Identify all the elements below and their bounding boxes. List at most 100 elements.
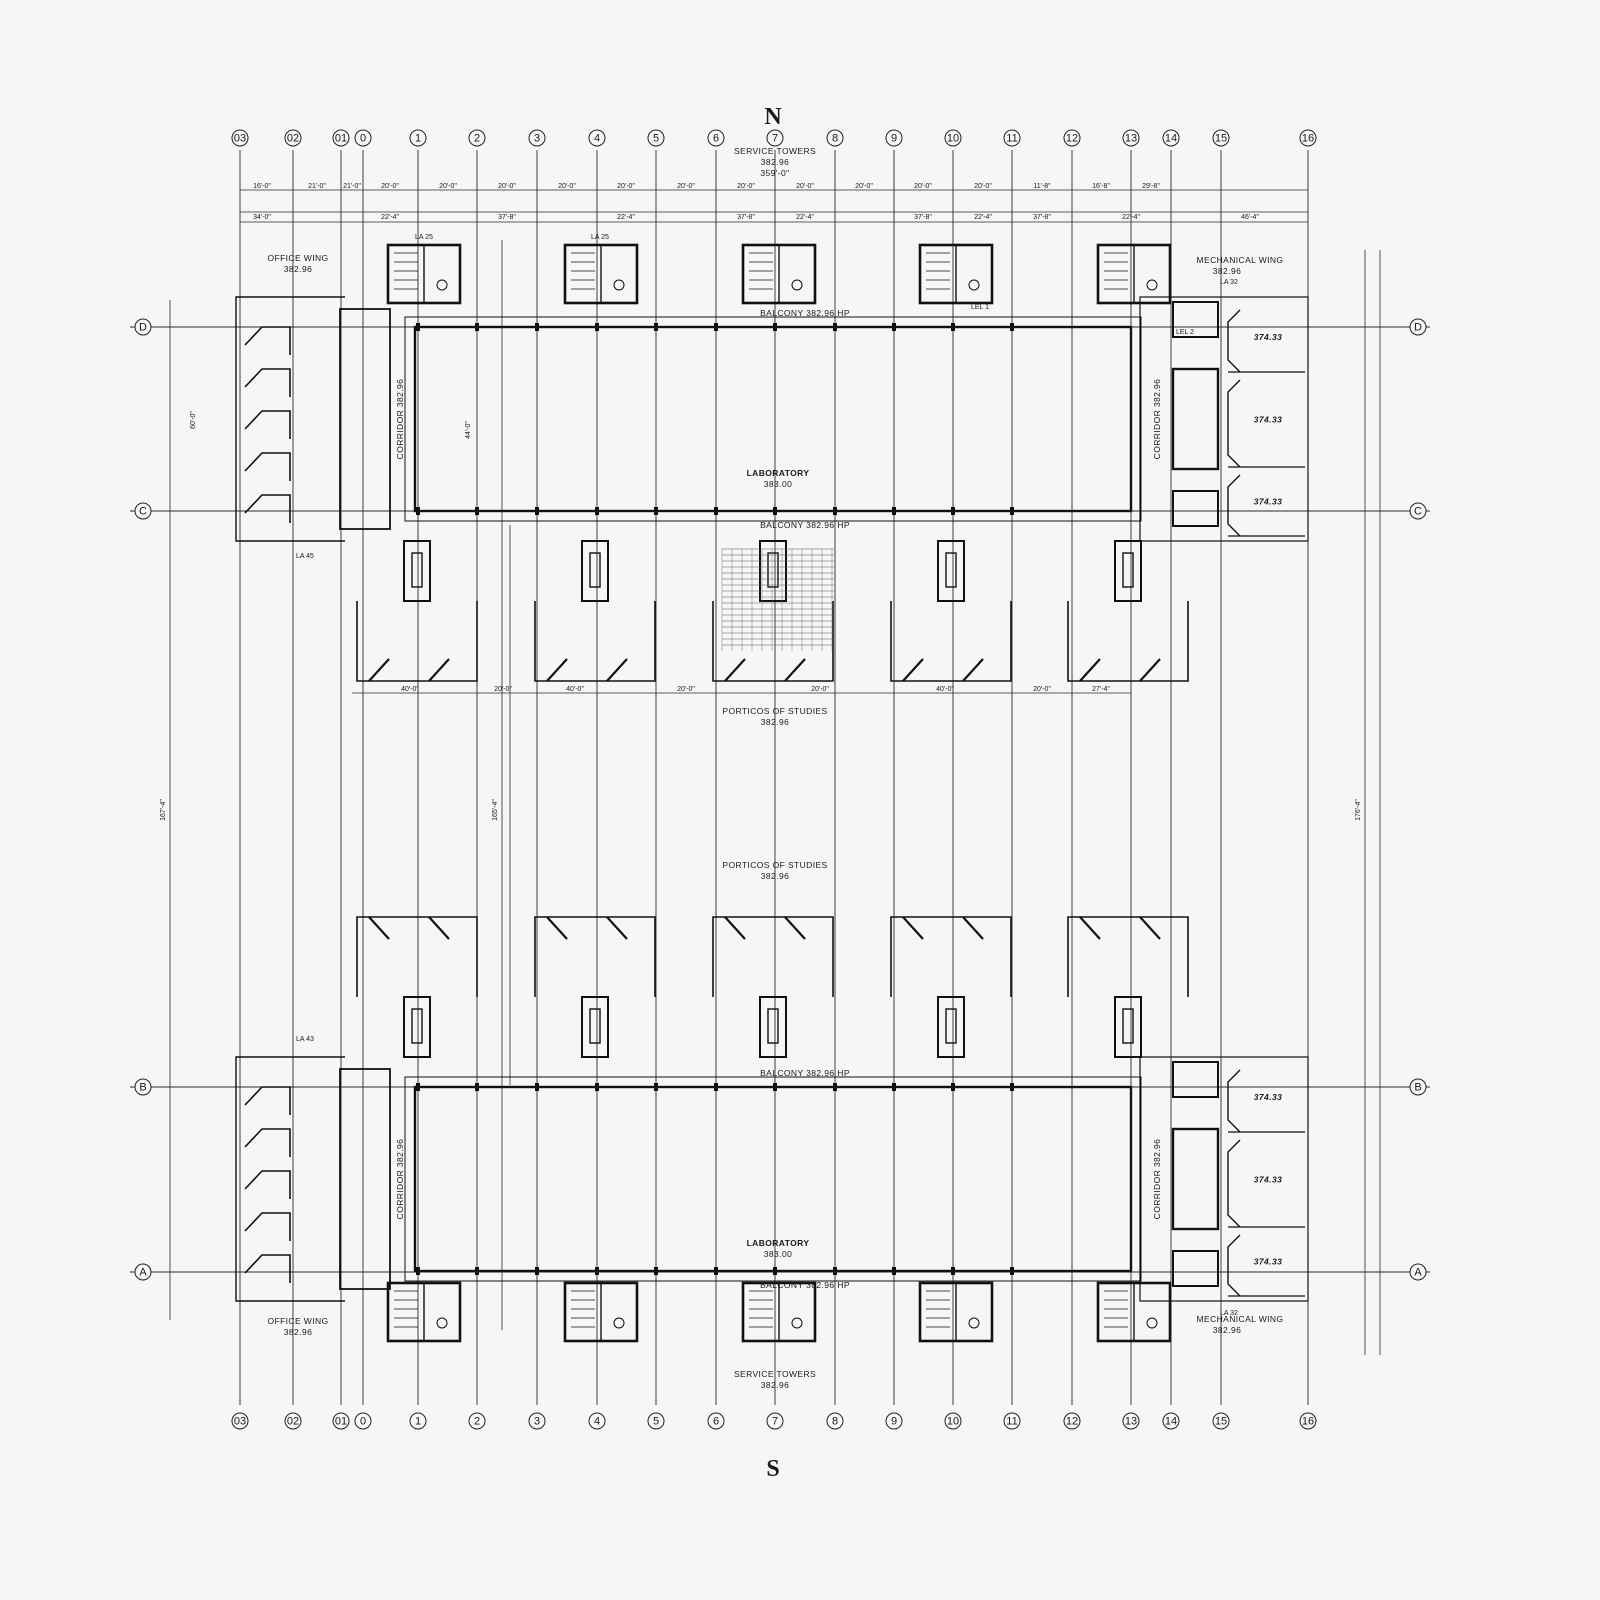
room-tag: LA 32	[1220, 1310, 1238, 1317]
row-bubble-label: D	[1414, 322, 1422, 334]
grid-bubble-label: 7	[772, 133, 778, 145]
laboratory-label: LABORATORY	[747, 468, 810, 478]
dimension-label: 20'-0"	[381, 183, 399, 190]
dimension-label: 20'-0"	[494, 686, 512, 693]
grid-bubble-label: 0	[360, 133, 366, 145]
balcony-label: BALCONY 382.96 HP	[760, 1280, 850, 1290]
grid-bubble-label: 02	[287, 133, 299, 145]
mechanical-wing-elev: 382.96	[1213, 266, 1241, 276]
column	[1010, 507, 1014, 515]
balcony-label: BALCONY 382.96 HP	[760, 1068, 850, 1078]
laboratory-elev: 383.00	[764, 1249, 792, 1259]
grid-bubble-label: 9	[891, 133, 897, 145]
dimension-label: 21'-0"	[308, 183, 326, 190]
south-block	[235, 916, 1309, 1343]
portico-study	[356, 916, 478, 1058]
balcony-outline	[404, 1076, 1142, 1282]
balcony-outline	[404, 316, 1142, 522]
office-wing-elev: 382.96	[284, 264, 312, 274]
column	[416, 1083, 420, 1091]
dimension-label: 20'-0"	[811, 686, 829, 693]
room-tag: LA 32	[1220, 279, 1238, 286]
service-towers-label: SERVICE TOWERS	[734, 146, 816, 156]
column	[654, 507, 658, 515]
balcony-label: BALCONY 382.96 HP	[760, 308, 850, 318]
column	[773, 507, 777, 515]
grid-bubble	[1063, 1412, 1081, 1430]
grid-bubble-label: 7	[772, 1416, 778, 1428]
service-towers-elev: 382.96	[761, 1380, 789, 1390]
dimension-label: 37'-8"	[1033, 214, 1051, 221]
row-bubble-label: B	[139, 1082, 146, 1094]
portico-study	[712, 916, 834, 1058]
grid-bubble	[1063, 129, 1081, 147]
dimension-lines	[169, 189, 1381, 1355]
dimension-label: 20'-0"	[855, 183, 873, 190]
column	[595, 1083, 599, 1091]
mechanical-wing	[1139, 296, 1309, 542]
column	[714, 1267, 718, 1275]
grid-bubble-label: 14	[1165, 1416, 1177, 1428]
grid-bubble-label: 03	[234, 133, 246, 145]
dimension-label: 20'-0"	[1033, 686, 1051, 693]
grid-bubble-label: 10	[947, 133, 959, 145]
porticos-elev: 382.96	[761, 871, 789, 881]
grid-bubble-label: 1	[415, 1416, 421, 1428]
grid-bubble	[354, 129, 372, 147]
grid-bubble	[647, 129, 665, 147]
grid-bubble	[1122, 129, 1140, 147]
service-tower	[1096, 1281, 1172, 1343]
column-grid-lines	[130, 150, 1430, 1405]
corridor-label: CORRIDOR 382.96	[1152, 379, 1162, 460]
dimension-label: 11'-8"	[1033, 183, 1051, 190]
column	[714, 507, 718, 515]
grid-bubble-label: 3	[534, 133, 540, 145]
mechanical-room-label: 374.33	[1254, 332, 1282, 342]
service-tower	[918, 1281, 994, 1343]
corridor-label: CORRIDOR 382.96	[395, 1139, 405, 1220]
grid-bubble	[588, 129, 606, 147]
service-towers-elev: 382.96	[761, 157, 789, 167]
dimension-label: 40'-0"	[566, 686, 584, 693]
room-tag: LA 25	[415, 234, 433, 241]
column	[535, 1267, 539, 1275]
dimension-label: 165'-4"	[492, 799, 499, 821]
row-bubble-label: A	[139, 1267, 147, 1279]
column	[416, 1267, 420, 1275]
column	[595, 507, 599, 515]
grid-bubble-label: 8	[832, 1416, 838, 1428]
column	[892, 1083, 896, 1091]
grid-bubble	[528, 129, 546, 147]
grid-bubble	[1212, 129, 1230, 147]
grid-bubble	[284, 129, 302, 147]
column	[1010, 1083, 1014, 1091]
balcony-label: BALCONY 382.96 HP	[760, 520, 850, 530]
grid-bubble-label: 02	[287, 1416, 299, 1428]
grid-bubble	[766, 129, 784, 147]
grid-bubble-label: 8	[832, 133, 838, 145]
room-tag: LEL 1	[971, 304, 989, 311]
grid-bubble	[944, 1412, 962, 1430]
dimension-label: 21'-0"	[343, 183, 361, 190]
column	[475, 1267, 479, 1275]
dimension-label: 27'-4"	[1092, 686, 1110, 693]
mechanical-room-label: 374.33	[1254, 497, 1282, 507]
laboratory-label: LABORATORY	[747, 1238, 810, 1248]
grid-bubble	[588, 1412, 606, 1430]
service-tower	[741, 243, 817, 305]
grid-bubble	[885, 1412, 903, 1430]
dimension-label: 20'-0"	[558, 183, 576, 190]
porticos-label: PORTICOS OF STUDIES	[722, 706, 827, 716]
grid-bubble	[1299, 129, 1317, 147]
row-bubble	[134, 318, 152, 336]
column	[833, 507, 837, 515]
dimension-label: 22'-4"	[381, 214, 399, 221]
grid-bubble-label: 16	[1302, 1416, 1314, 1428]
column	[654, 1083, 658, 1091]
dimension-label: 40'-0"	[936, 686, 954, 693]
grid-bubble	[766, 1412, 784, 1430]
column	[535, 1083, 539, 1091]
grid-bubble	[707, 1412, 725, 1430]
dimension-label: 22'-4"	[1122, 214, 1140, 221]
